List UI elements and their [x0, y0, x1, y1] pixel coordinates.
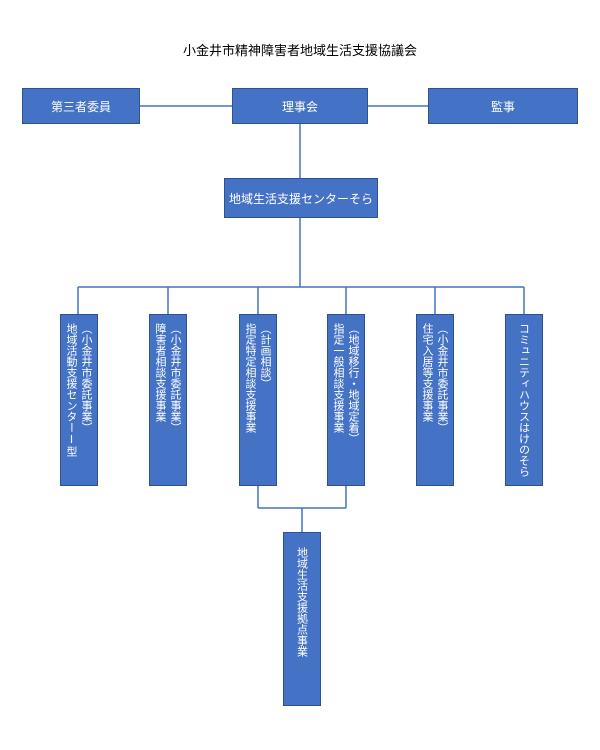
node-board-of-directors: 理事会 [232, 88, 368, 124]
node-auditor: 監事 [428, 88, 578, 124]
node-branch-4-line2: 指定一般相談支援事業 [332, 323, 345, 433]
node-branch-3-line2: 指定特定相談支援事業 [244, 323, 257, 433]
node-support-center-sora: 地域生活支援センターそら [224, 178, 378, 218]
node-third-party-committee: 第三者委員 [22, 88, 140, 124]
node-branch-6-line1: コミュニティハウスはけのそら [517, 323, 531, 477]
node-branch-5: （小金井市委託事業） 住宅入居等支援事業 [416, 314, 454, 486]
node-branch-1-line2: 地域活動支援センターⅠ型 [65, 323, 78, 457]
node-branch-1-line1: （小金井市委託事業） [80, 323, 93, 433]
node-auditor-label: 監事 [490, 99, 515, 114]
node-branch-2-line1: （小金井市委託事業） [169, 323, 182, 433]
node-regional-hub-label: 地域生活支援拠点事業 [295, 547, 309, 657]
node-branch-3-line1: （計画相談） [259, 323, 272, 389]
node-support-center-sora-label: 地域生活支援センターそら [228, 191, 373, 206]
node-regional-hub: 地域生活支援拠点事業 [283, 532, 321, 706]
node-branch-4-line1: （地域移行・地域定着） [347, 323, 360, 444]
node-branch-4: （地域移行・地域定着） 指定一般相談支援事業 [327, 314, 365, 486]
node-branch-2-line2: 障害者相談支援事業 [154, 323, 167, 422]
node-branch-2: （小金井市委託事業） 障害者相談支援事業 [149, 314, 187, 486]
node-branch-1: （小金井市委託事業） 地域活動支援センターⅠ型 [60, 314, 98, 486]
node-branch-6: コミュニティハウスはけのそら [505, 314, 543, 486]
node-board-of-directors-label: 理事会 [281, 99, 318, 114]
node-branch-5-line2: 住宅入居等支援事業 [421, 323, 434, 422]
node-branch-3: （計画相談） 指定特定相談支援事業 [239, 314, 277, 486]
node-third-party-committee-label: 第三者委員 [50, 99, 111, 114]
diagram-title: 小金井市精神障害者地域生活支援協議会 [182, 44, 417, 59]
node-branch-5-line1: （小金井市委託事業） [436, 323, 449, 433]
